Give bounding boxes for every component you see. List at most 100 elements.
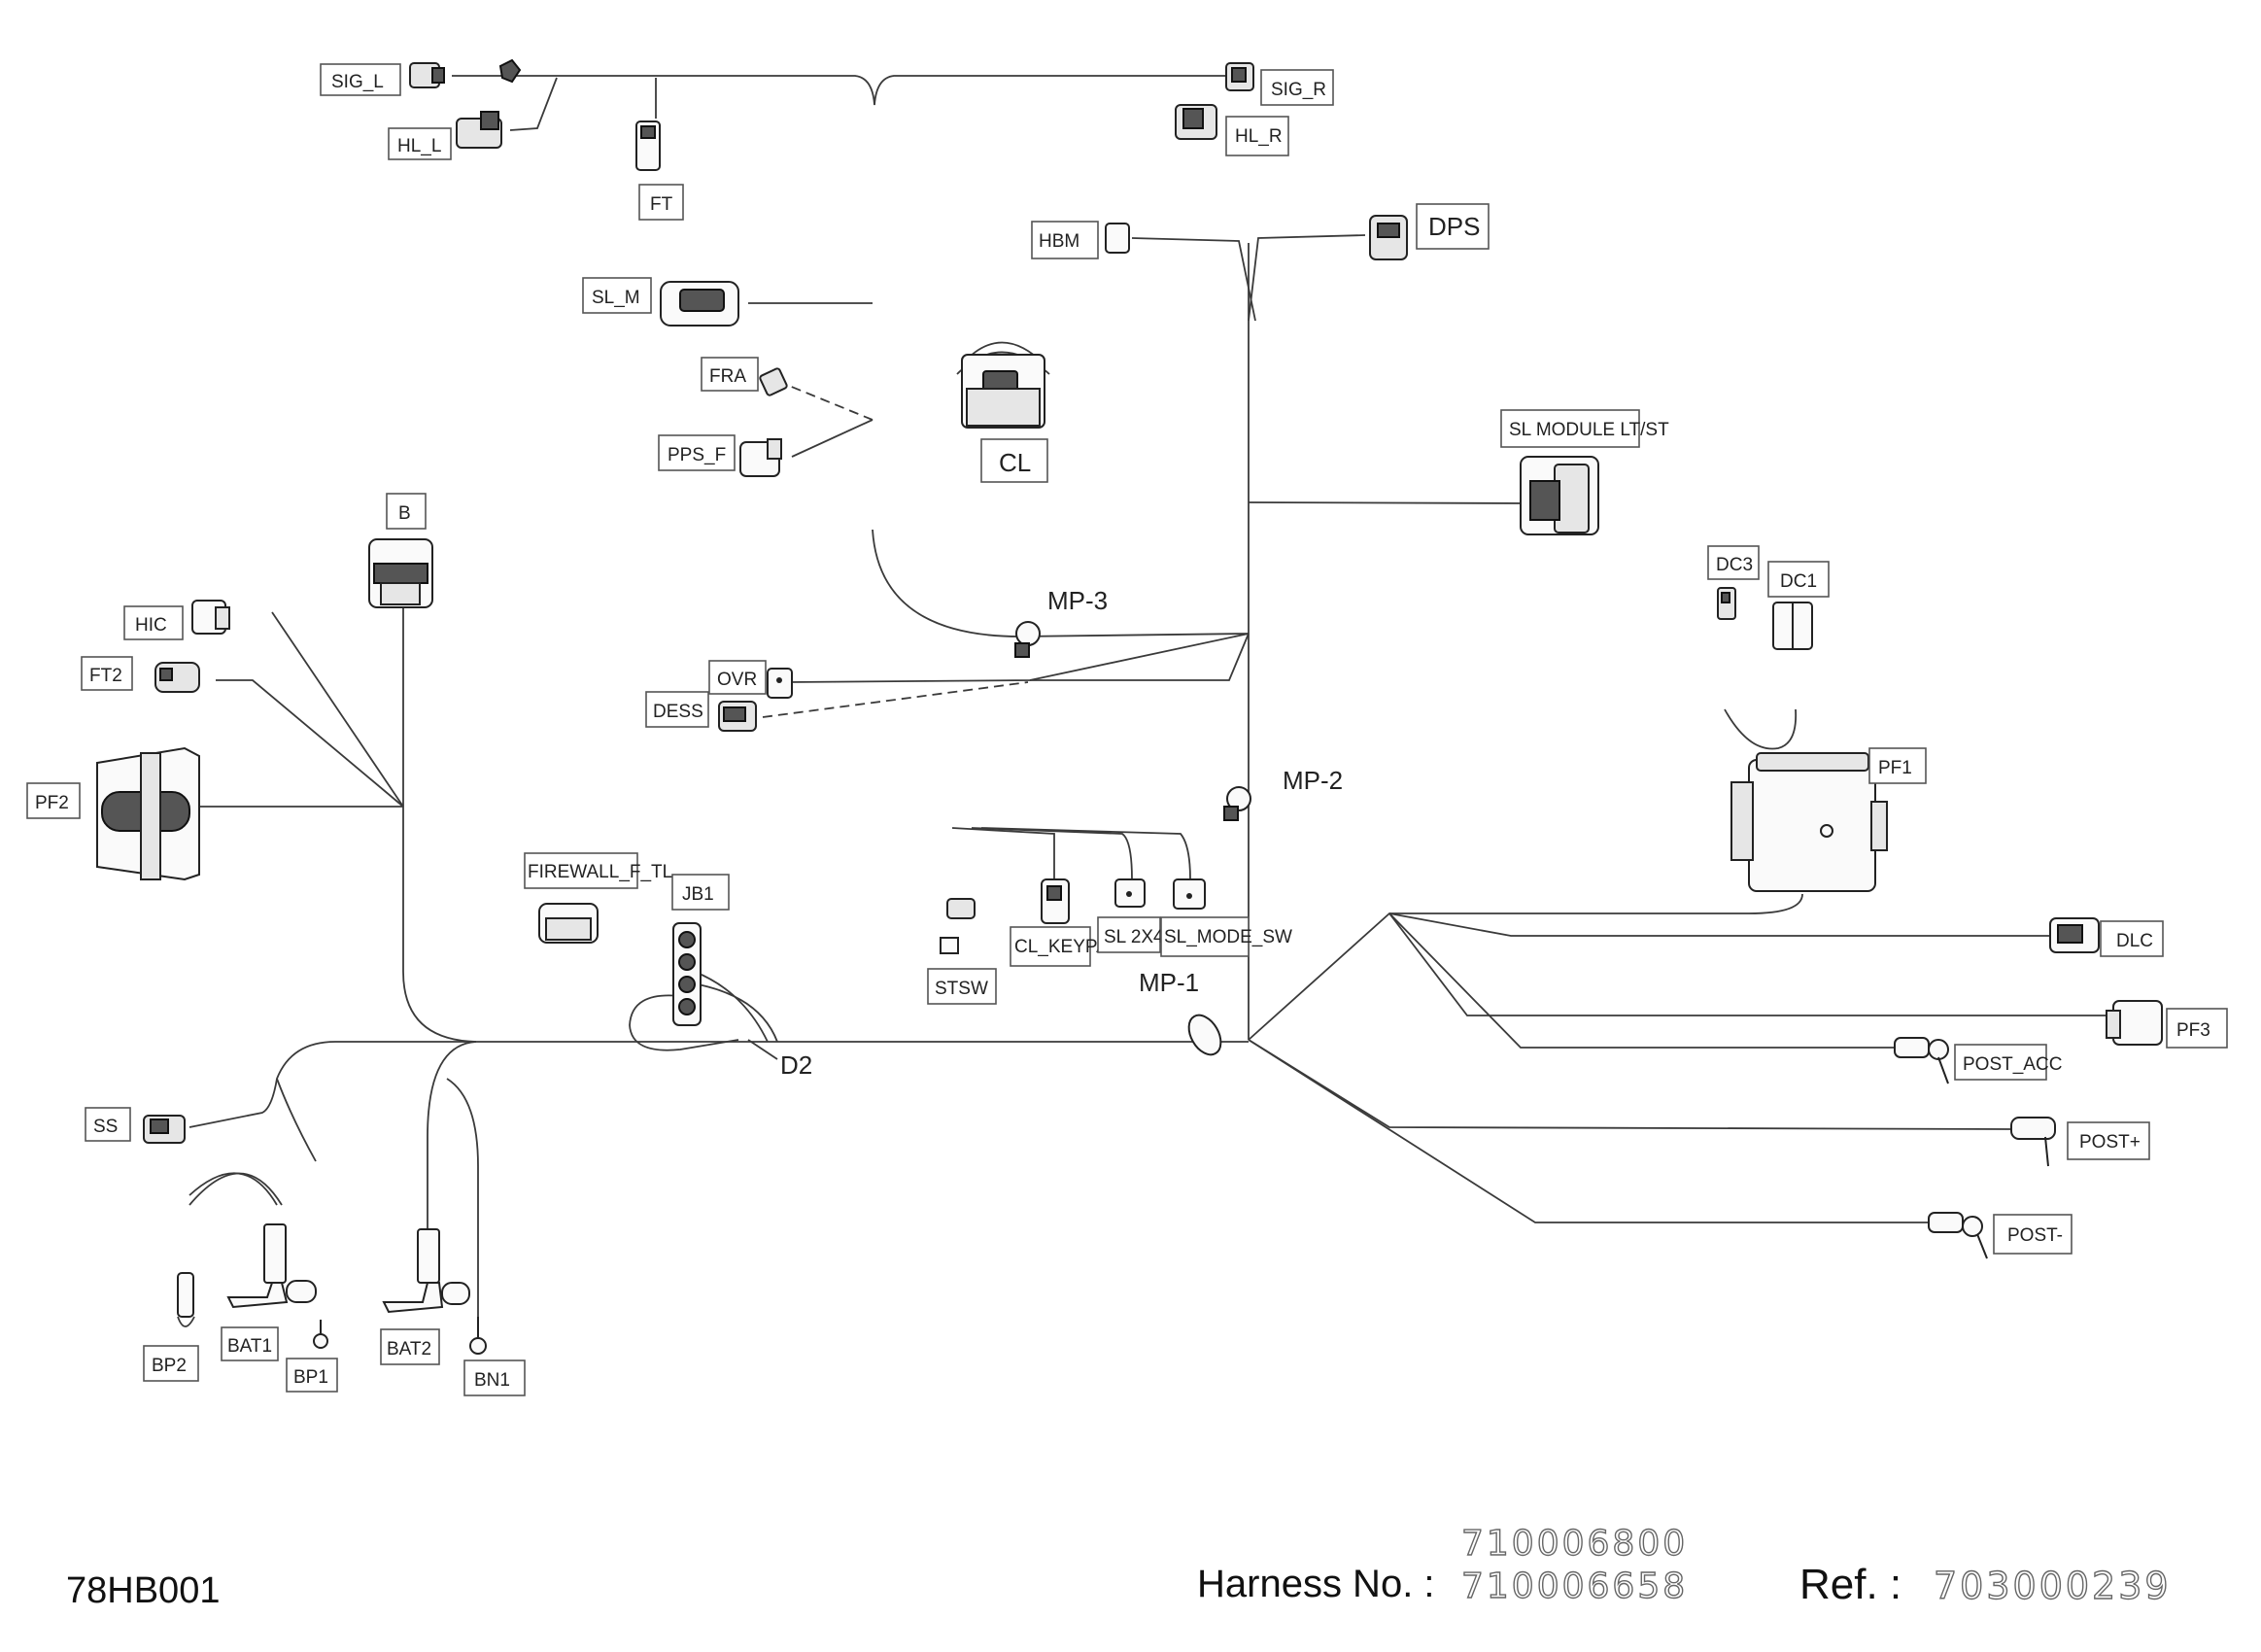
label-ss: SS: [85, 1107, 131, 1142]
svg-text:BP2: BP2: [152, 1356, 187, 1376]
label-ft: FT: [638, 184, 684, 221]
label-fra: FRA: [701, 357, 759, 392]
label-hbm: HBM: [1031, 221, 1099, 259]
label-bn1: BN1: [463, 1359, 526, 1396]
label-post-minus: POST-: [1993, 1214, 2073, 1255]
label-sl-mode-sw: SL_MODE_SW: [1160, 916, 1292, 957]
svg-text:BP1: BP1: [293, 1367, 328, 1388]
sig-r-connector-icon: [1225, 62, 1254, 91]
label-hic: HIC: [123, 605, 184, 640]
label-dc3: DC3: [1707, 545, 1760, 580]
svg-text:POST-: POST-: [2007, 1225, 2063, 1246]
post-minus-terminal-icon: [1928, 1212, 1988, 1259]
svg-text:DC1: DC1: [1780, 571, 1817, 592]
pps-f-connector-icon: [739, 438, 782, 477]
label-ovr: OVR: [708, 660, 767, 695]
label-dess: DESS: [645, 691, 709, 728]
svg-text:SL MODULE LT/ST: SL MODULE LT/ST: [1509, 420, 1669, 440]
svg-text:MP-1: MP-1: [1139, 968, 1199, 997]
svg-text:DPS: DPS: [1428, 212, 1480, 241]
svg-text:SS: SS: [93, 1117, 118, 1137]
stsw-switch-icon: [940, 898, 976, 954]
label-sl-2x4: SL 2X4: [1097, 916, 1164, 953]
harness-number-1: 710006800: [1460, 1523, 1689, 1564]
dc1-connector-icon: [1772, 602, 1813, 650]
svg-text:BAT2: BAT2: [387, 1339, 431, 1359]
svg-text:POST+: POST+: [2079, 1132, 2141, 1153]
label-cl: CL: [980, 438, 1048, 483]
svg-text:FRA: FRA: [709, 366, 746, 387]
label-bp1: BP1: [286, 1358, 338, 1393]
hbm-connector-icon: [1105, 223, 1130, 254]
label-firewall: FIREWALL_F_TL: [524, 852, 672, 889]
jb1-junction-icon: [672, 922, 702, 1026]
diagram-code: 78HB001: [66, 1570, 221, 1611]
label-mp2: MP-2: [1283, 766, 1343, 795]
label-boxes: SIG_L HL_L FT SIG_R HL_R HBM DPS SL_M FR…: [26, 63, 2228, 1396]
firewall-connector-icon: [538, 903, 599, 944]
label-jb1: JB1: [671, 874, 730, 911]
label-pf1: PF1: [1868, 747, 1927, 784]
dess-connector-icon: [718, 701, 757, 732]
svg-text:HL_R: HL_R: [1235, 126, 1283, 147]
svg-text:DC3: DC3: [1716, 555, 1753, 575]
label-post-acc: POST_ACC: [1954, 1044, 2062, 1081]
hl-r-connector-icon: [1175, 104, 1217, 140]
hic-connector-icon: [191, 600, 230, 635]
svg-text:BAT1: BAT1: [227, 1336, 272, 1357]
label-pf2: PF2: [26, 782, 81, 819]
svg-text:FIREWALL_F_TL: FIREWALL_F_TL: [528, 862, 672, 882]
label-sig-l: SIG_L: [320, 63, 401, 96]
label-sig-r: SIG_R: [1260, 69, 1334, 106]
harness-number-2: 710006658: [1460, 1566, 1689, 1606]
harness-label: Harness No. :: [1197, 1563, 1435, 1605]
svg-text:POST_ACC: POST_ACC: [1963, 1054, 2062, 1075]
pf2-connector-icon: [96, 746, 200, 881]
svg-text:SIG_R: SIG_R: [1271, 80, 1326, 100]
ovr-connector-icon: [767, 668, 793, 699]
b-connector-icon: [368, 538, 433, 608]
dc3-connector-icon: [1717, 587, 1736, 620]
label-sl-module: SL MODULE LT/ST: [1500, 409, 1669, 448]
bat2-terminal-icon: [382, 1228, 470, 1314]
label-ft2: FT2: [81, 656, 133, 691]
mp2-clip-icon: [1223, 786, 1251, 821]
label-mp3: MP-3: [1047, 586, 1108, 615]
svg-text:STSW: STSW: [935, 979, 988, 999]
label-b: B: [386, 493, 427, 530]
pf1-fusebox-icon: [1730, 752, 1888, 892]
label-hl-l: HL_L: [388, 127, 452, 160]
svg-text:HIC: HIC: [135, 615, 167, 636]
label-bp2: BP2: [143, 1345, 199, 1382]
svg-text:DESS: DESS: [653, 702, 703, 722]
svg-text:OVR: OVR: [717, 670, 757, 690]
sl-module-connector-icon: [1520, 456, 1599, 535]
label-dps: DPS: [1416, 203, 1490, 250]
svg-text:FT2: FT2: [89, 666, 122, 686]
svg-text:DLC: DLC: [2116, 931, 2153, 951]
ref-number: 703000239: [1933, 1564, 2172, 1607]
post-plus-terminal-icon: [2010, 1117, 2056, 1167]
label-dlc: DLC: [2100, 920, 2164, 957]
svg-text:CL_KEYPAD: CL_KEYPAD: [1014, 937, 1122, 957]
fra-connector-icon: [759, 367, 788, 396]
bn1-terminal-icon: [469, 1317, 487, 1355]
svg-text:SIG_L: SIG_L: [331, 72, 384, 92]
label-bat2: BAT2: [380, 1328, 440, 1365]
sl-mode-sw-connector-icon: [1173, 878, 1206, 910]
ss-connector-icon: [143, 1115, 186, 1144]
ref-label: Ref. :: [1799, 1561, 1902, 1608]
sl-2x4-connector-icon: [1114, 878, 1146, 908]
svg-text:BN1: BN1: [474, 1370, 510, 1391]
svg-text:PF2: PF2: [35, 793, 69, 813]
label-post-plus: POST+: [2067, 1121, 2150, 1160]
svg-text:PF1: PF1: [1878, 758, 1912, 778]
svg-text:MP-3: MP-3: [1047, 586, 1108, 615]
svg-text:D2: D2: [780, 1050, 812, 1080]
label-hl-r: HL_R: [1225, 116, 1289, 156]
svg-text:SL 2X4: SL 2X4: [1104, 927, 1164, 947]
label-bat1: BAT1: [221, 1326, 279, 1361]
pf3-connector-icon: [2106, 1000, 2163, 1046]
harness-wires: [188, 75, 2108, 1317]
